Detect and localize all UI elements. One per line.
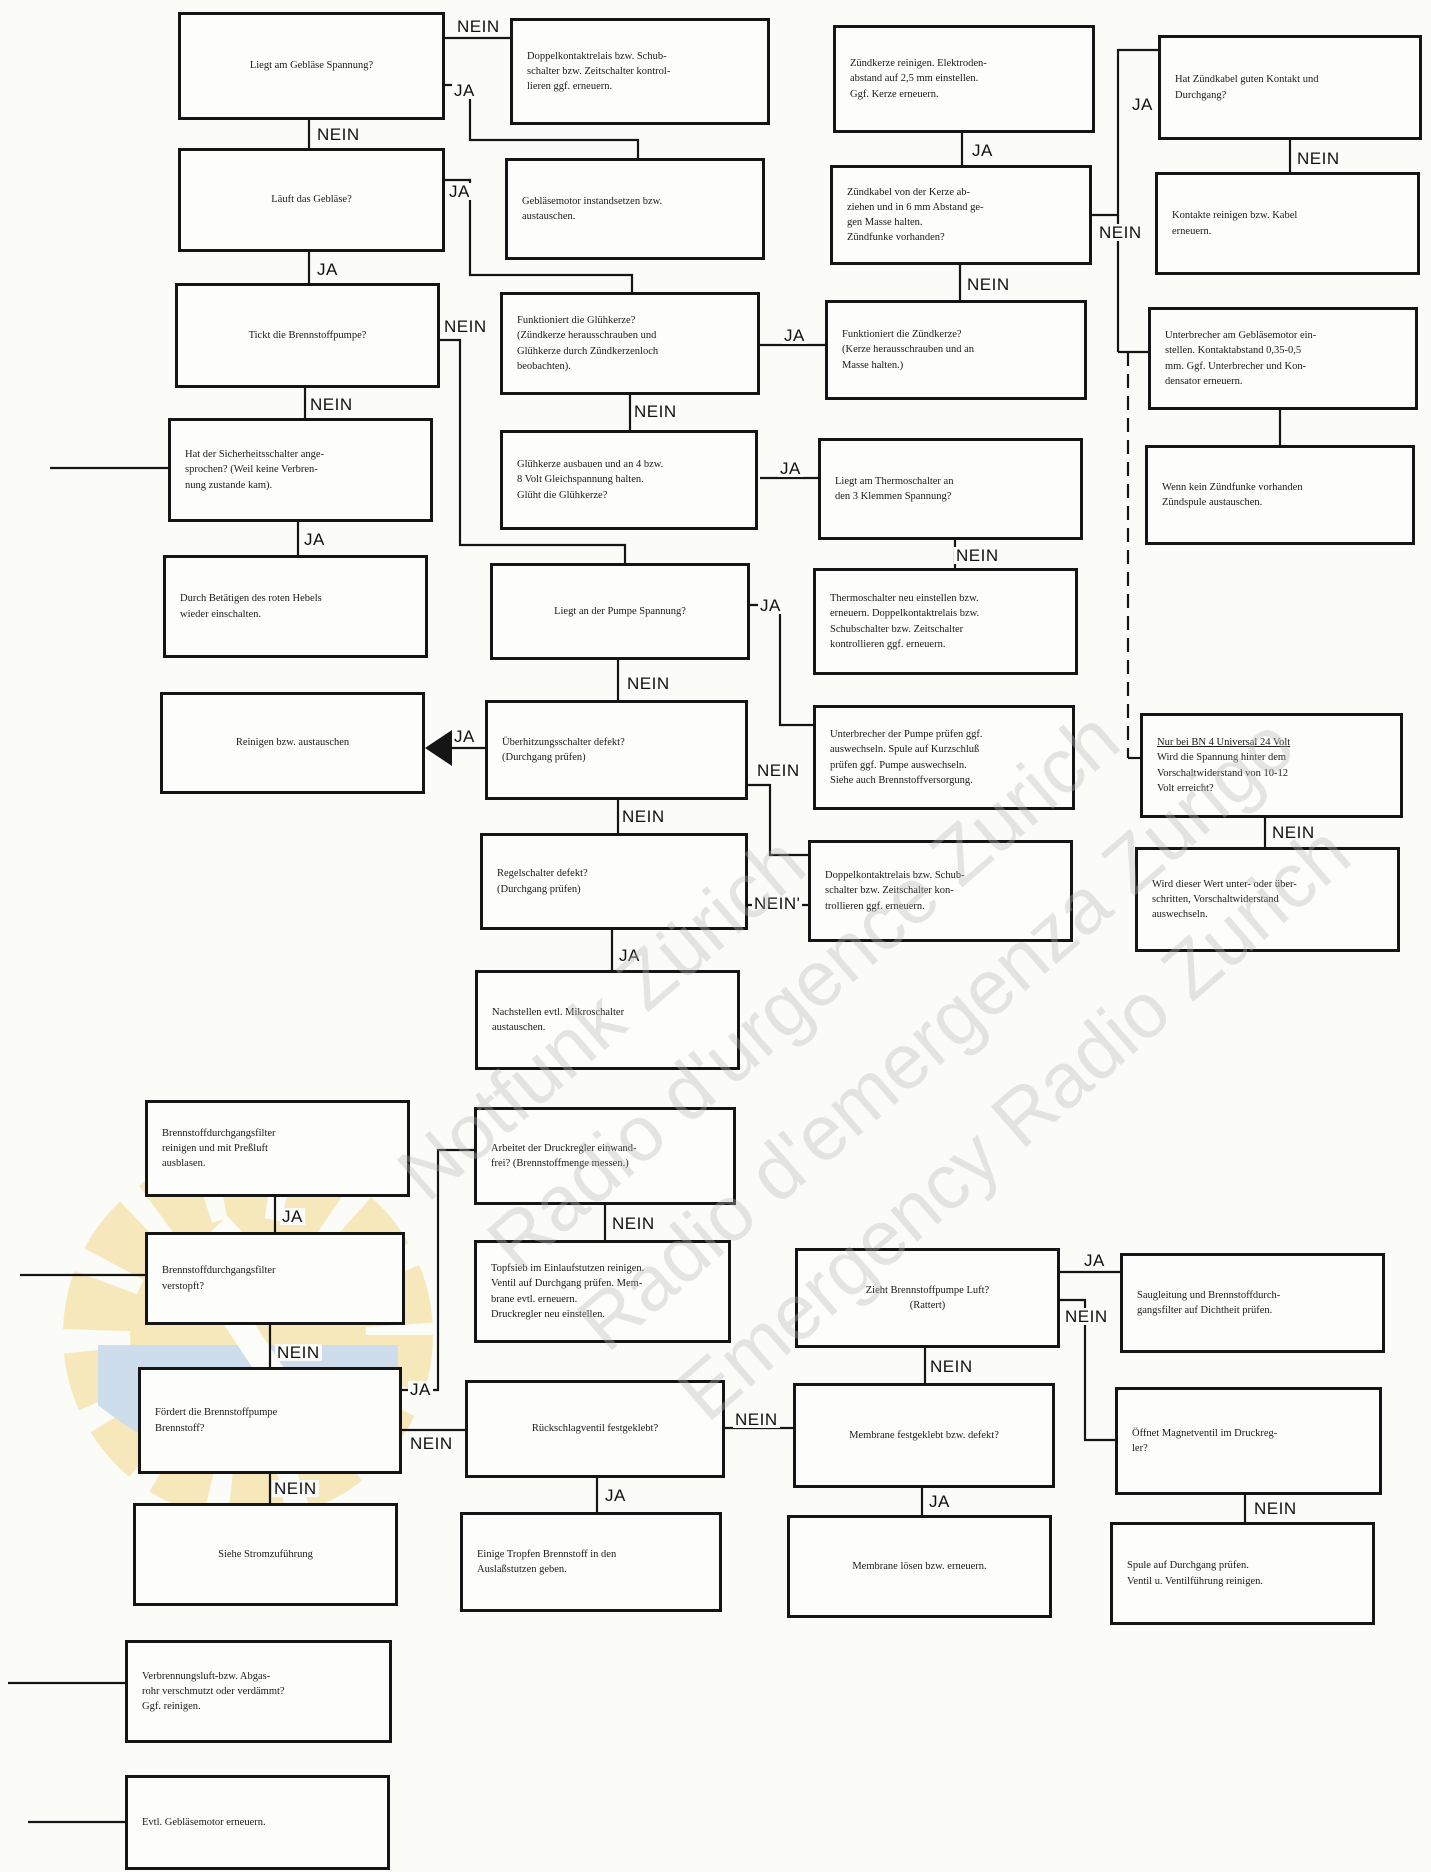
box-siehe-stromzufuehrung: Siehe Stromzuführung bbox=[133, 1503, 398, 1606]
box-geblaesemotor-instandsetzen: Gebläsemotor instandsetzen bzw. austausc… bbox=[505, 158, 765, 260]
box-thermoschalter-spannung: Liegt am Thermoschalter an den 3 Klemmen… bbox=[818, 438, 1083, 540]
box-laeuft-geblaese: Läuft das Gebläse? bbox=[178, 148, 445, 252]
box-spule-durchgang: Spule auf Durchgang prüfen. Ventil u. Ve… bbox=[1110, 1522, 1375, 1625]
box-topfsieb: Topfsieb im Einlaufstutzen reinigen. Ven… bbox=[474, 1240, 731, 1343]
box-ueberhitzungsschalter: Überhitzungsschalter defekt? (Durchgang … bbox=[485, 700, 748, 800]
box-roten-hebel-betaetigen: Durch Betätigen des roten Hebels wieder … bbox=[163, 555, 428, 658]
box-membrane-festgeklebt: Membrane festgeklebt bzw. defekt? bbox=[793, 1383, 1055, 1488]
box-doppelkontaktrelais-1: Doppelkontaktrelais bzw. Schub- schalter… bbox=[510, 18, 770, 125]
label-nein: NEIN bbox=[308, 395, 355, 414]
box-kontakte-reinigen: Kontakte reinigen bzw. Kabel erneuern. bbox=[1155, 172, 1420, 275]
box-druckregler: Arbeitet der Druckregler einwand- frei? … bbox=[474, 1107, 736, 1205]
label-nein: NEIN bbox=[1063, 1307, 1110, 1326]
box-unterbrecher-geblaesemotor: Unterbrecher am Gebläsemotor ein- stelle… bbox=[1148, 307, 1418, 410]
box-unterbrecher-pumpe: Unterbrecher der Pumpe prüfen ggf. auswe… bbox=[813, 705, 1075, 810]
label-ja: JA bbox=[408, 1380, 433, 1399]
label-ja: JA bbox=[1082, 1251, 1107, 1270]
box-foerdert-pumpe: Fördert die Brennstoffpumpe Brennstoff? bbox=[138, 1367, 402, 1474]
label-nein: NEIN bbox=[1097, 223, 1144, 242]
box-rueckschlagventil: Rückschlagventil festgeklebt? bbox=[465, 1380, 725, 1478]
box-mikroschalter: Nachstellen evtl. Mikroschalter austausc… bbox=[475, 970, 740, 1070]
label-nein: NEIN bbox=[928, 1357, 975, 1376]
box-filter-reinigen: Brennstoffdurchgangsfilter reinigen und … bbox=[145, 1100, 410, 1197]
box-zuendkerze-reinigen: Zündkerze reinigen. Elektroden- abstand … bbox=[833, 25, 1095, 133]
label-ja: JA bbox=[603, 1486, 628, 1505]
label-ja: JA bbox=[1130, 95, 1155, 114]
box-zuendkabel-abziehen: Zündkabel von der Kerze ab- ziehen und i… bbox=[830, 165, 1092, 265]
box-sicherheitsschalter: Hat der Sicherheitsschalter ange- sproch… bbox=[168, 418, 433, 522]
label-nein: NEIN bbox=[1295, 149, 1342, 168]
label-nein-tick: NEIN' bbox=[752, 894, 803, 913]
box-filter-verstopft: Brennstoffdurchgangsfilter verstopft? bbox=[145, 1232, 405, 1325]
box-tropfen-brennstoff: Einige Tropfen Brennstoff in den Auslaßs… bbox=[460, 1512, 722, 1612]
arrowhead bbox=[425, 730, 452, 766]
box-vorschaltwiderstand-auswechseln: Wird dieser Wert unter- oder über- schri… bbox=[1135, 847, 1400, 952]
box-reinigen-austauschen: Reinigen bzw. austauschen bbox=[160, 692, 425, 794]
label-nein: NEIN bbox=[455, 17, 502, 36]
label-nein: NEIN bbox=[625, 674, 672, 693]
box-geblaesemotor-erneuern: Evtl. Gebläsemotor erneuern. bbox=[125, 1775, 390, 1870]
label-ja: JA bbox=[758, 596, 783, 615]
box-gluehkerze-ausbauen: Glühkerze ausbauen und an 4 bzw. 8 Volt … bbox=[500, 430, 758, 530]
label-nein: NEIN bbox=[275, 1343, 322, 1362]
box-verbrennungsluft: Verbrennungsluft-bzw. Abgas- rohr versch… bbox=[125, 1640, 392, 1743]
label-ja: JA bbox=[927, 1492, 952, 1511]
label-nein: NEIN bbox=[610, 1214, 657, 1233]
label-ja: JA bbox=[782, 326, 807, 345]
label-nein: NEIN bbox=[272, 1479, 319, 1498]
box-pumpe-spannung: Liegt an der Pumpe Spannung? bbox=[490, 563, 750, 660]
label-ja: JA bbox=[970, 141, 995, 160]
box-membrane-loesen: Membrane lösen bzw. erneuern. bbox=[787, 1515, 1052, 1618]
label-ja: JA bbox=[452, 81, 477, 100]
box-bn4-vorschaltwiderstand: Nur bei BN 4 Universal 24 Volt Wird die … bbox=[1140, 713, 1403, 818]
box-zuendspule-austauschen: Wenn kein Zündfunke vorhanden Zündspule … bbox=[1145, 445, 1415, 545]
label-ja: JA bbox=[452, 727, 477, 746]
label-nein: NEIN bbox=[733, 1410, 780, 1429]
label-nein: NEIN bbox=[632, 402, 679, 421]
label-nein: NEIN bbox=[442, 317, 489, 336]
box-geblaese-spannung: Liegt am Gebläse Spannung? bbox=[178, 12, 445, 120]
box-magnetventil: Öffnet Magnetventil im Druckreg- ler? bbox=[1115, 1387, 1382, 1495]
box-zuendkabel-kontakt: Hat Zündkabel guten Kontakt und Durchgan… bbox=[1158, 35, 1422, 140]
label-nein: NEIN bbox=[755, 761, 802, 780]
label-nein: NEIN bbox=[954, 546, 1001, 565]
box-funktioniert-gluehkerze: Funktioniert die Glühkerze? (Zündkerze h… bbox=[500, 292, 760, 395]
label-nein: NEIN bbox=[1270, 823, 1317, 842]
box-regelschalter: Regelschalter defekt? (Durchgang prüfen) bbox=[480, 833, 748, 930]
label-nein: NEIN bbox=[1252, 1499, 1299, 1518]
label-ja: JA bbox=[280, 1207, 305, 1226]
label-nein: NEIN bbox=[965, 275, 1012, 294]
box-bn4-heading: Nur bei BN 4 Universal 24 Volt bbox=[1157, 737, 1291, 749]
box-tickt-brennstoffpumpe: Tickt die Brennstoffpumpe? bbox=[175, 283, 440, 388]
label-ja: JA bbox=[302, 530, 327, 549]
box-bn4-text: Wird die Spannung hinter dem Vorschaltwi… bbox=[1157, 752, 1289, 794]
label-ja: JA bbox=[315, 260, 340, 279]
label-nein: NEIN bbox=[315, 125, 362, 144]
label-nein: NEIN bbox=[408, 1434, 455, 1453]
label-ja: JA bbox=[447, 182, 472, 201]
label-ja: JA bbox=[778, 459, 803, 478]
label-ja: JA bbox=[617, 946, 642, 965]
box-doppelkontaktrelais-2: Doppelkontaktrelais bzw. Schub- schalter… bbox=[808, 840, 1073, 942]
box-thermoschalter-einstellen: Thermoschalter neu einstellen bzw. erneu… bbox=[813, 568, 1078, 675]
box-zieht-pumpe-luft: Zieht Brennstoffpumpe Luft? (Rattert) bbox=[795, 1248, 1060, 1348]
label-nein: NEIN bbox=[620, 807, 667, 826]
box-funktioniert-zuendkerze: Funktioniert die Zündkerze? (Kerze herau… bbox=[825, 300, 1087, 400]
box-saugleitung: Saugleitung und Brennstoffdurch- gangsfi… bbox=[1120, 1253, 1385, 1353]
